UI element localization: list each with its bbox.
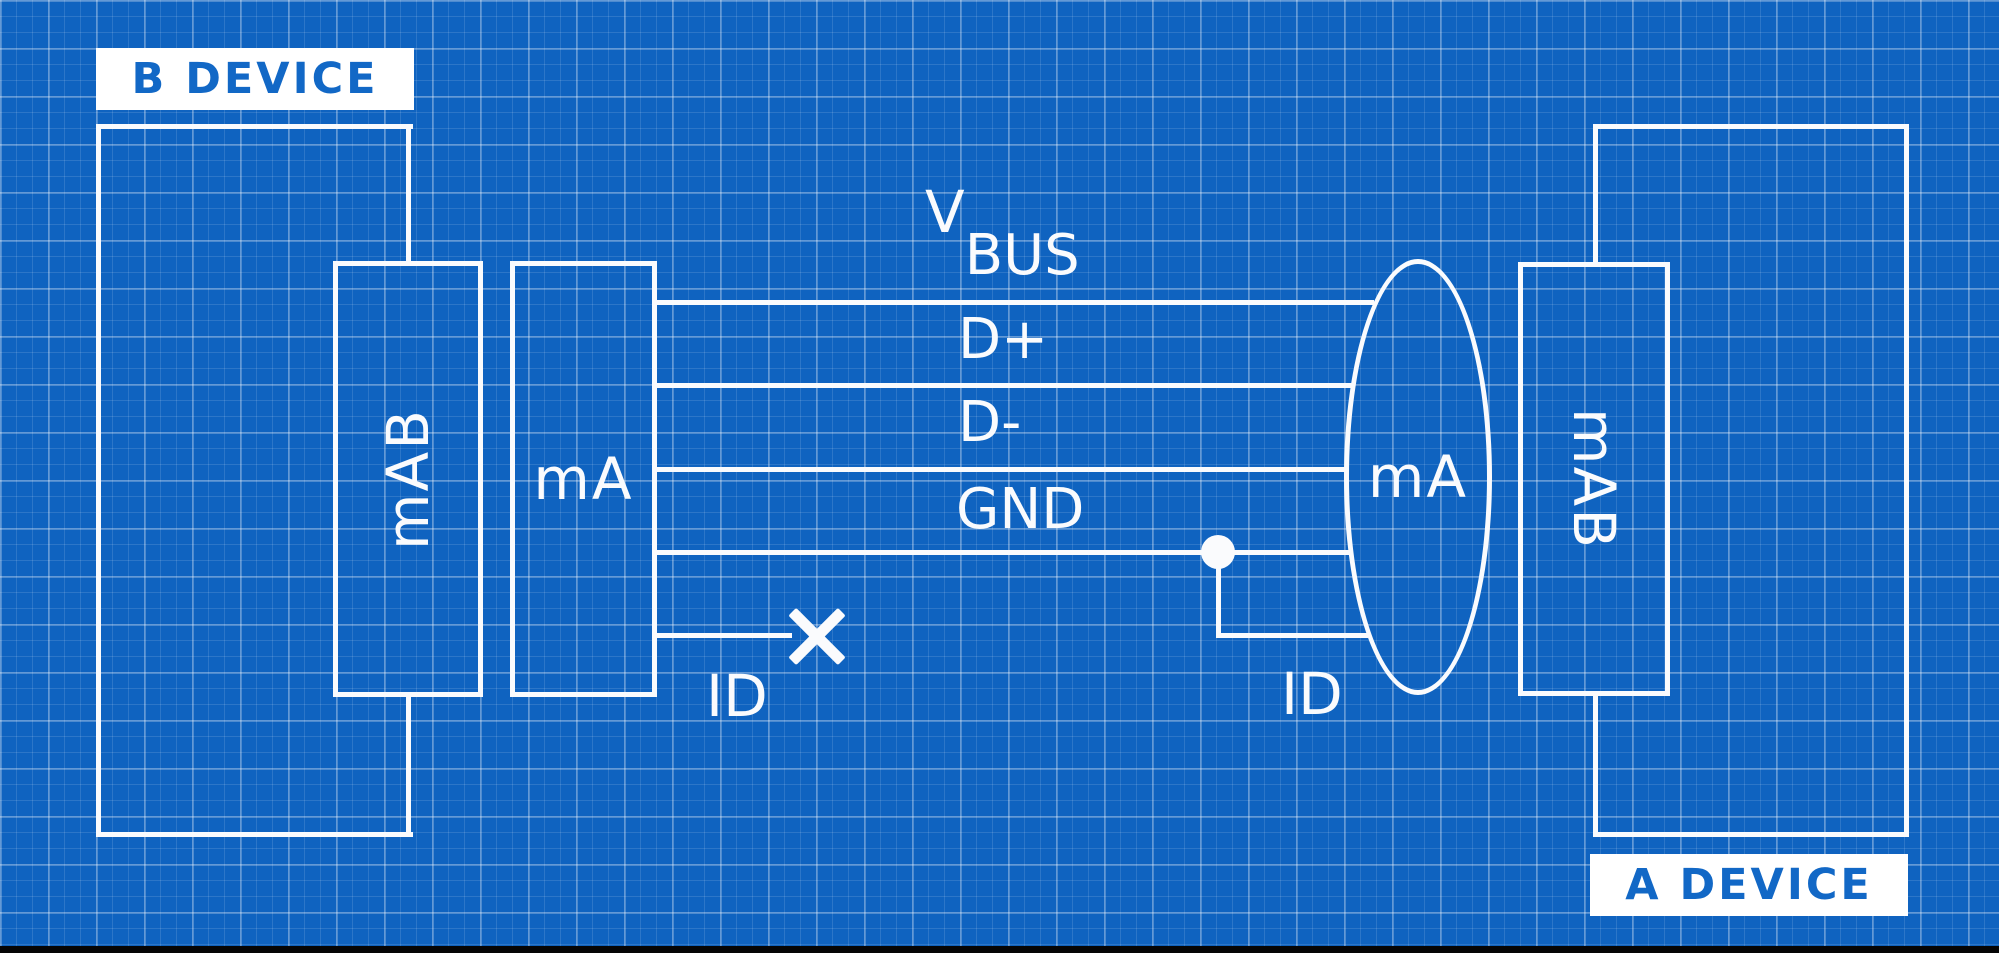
a-device-outline-left-upper	[1593, 124, 1598, 264]
wire-vbus	[652, 300, 1374, 305]
b-device-outline-top	[96, 124, 413, 129]
a-device-outline-left-lower	[1593, 694, 1598, 837]
wire-id-a-label: ID	[1281, 660, 1343, 728]
left-receptacle-label: mAB	[374, 408, 442, 550]
bottom-black-strip	[0, 946, 1999, 953]
b-device-outline-right-lower	[406, 695, 411, 837]
right-receptacle-mab: mAB	[1518, 262, 1670, 696]
a-device-label: A DEVICE	[1590, 854, 1908, 916]
b-device-label: B DEVICE	[96, 48, 414, 110]
left-plug-ma: mA	[510, 261, 657, 697]
wire-id-b-label: ID	[706, 662, 768, 730]
left-plug-label: mA	[533, 445, 634, 513]
a-device-label-text: A DEVICE	[1625, 859, 1873, 910]
b-device-outline-bottom	[96, 832, 413, 837]
right-receptacle-label: mAB	[1560, 408, 1628, 550]
wire-dplus-label: D+	[958, 307, 1049, 372]
a-device-outline-bottom	[1593, 832, 1909, 837]
wire-dminus	[652, 467, 1345, 472]
wire-dminus-label: D-	[958, 390, 1022, 455]
wire-id-b	[652, 633, 792, 638]
b-device-label-text: B DEVICE	[131, 53, 379, 104]
a-device-outline-right	[1904, 124, 1909, 837]
a-device-outline-top	[1593, 124, 1909, 129]
wire-gnd-label: GND	[956, 477, 1085, 542]
b-device-outline-right-upper	[406, 124, 411, 263]
wire-dplus	[652, 383, 1352, 388]
b-device-outline-left	[96, 124, 101, 837]
vbus-main-text: V	[925, 178, 965, 246]
not-connected-x-icon	[782, 601, 852, 671]
overmold-label: mA	[1367, 443, 1469, 511]
wire-id-a	[1216, 633, 1368, 638]
cable-overmold-ellipse: mA	[1344, 259, 1492, 695]
vbus-sub-text: BUS	[964, 223, 1080, 288]
wire-gnd	[652, 550, 1350, 555]
id-gnd-jumper-vertical	[1216, 552, 1221, 638]
left-receptacle-mab: mAB	[333, 261, 483, 697]
